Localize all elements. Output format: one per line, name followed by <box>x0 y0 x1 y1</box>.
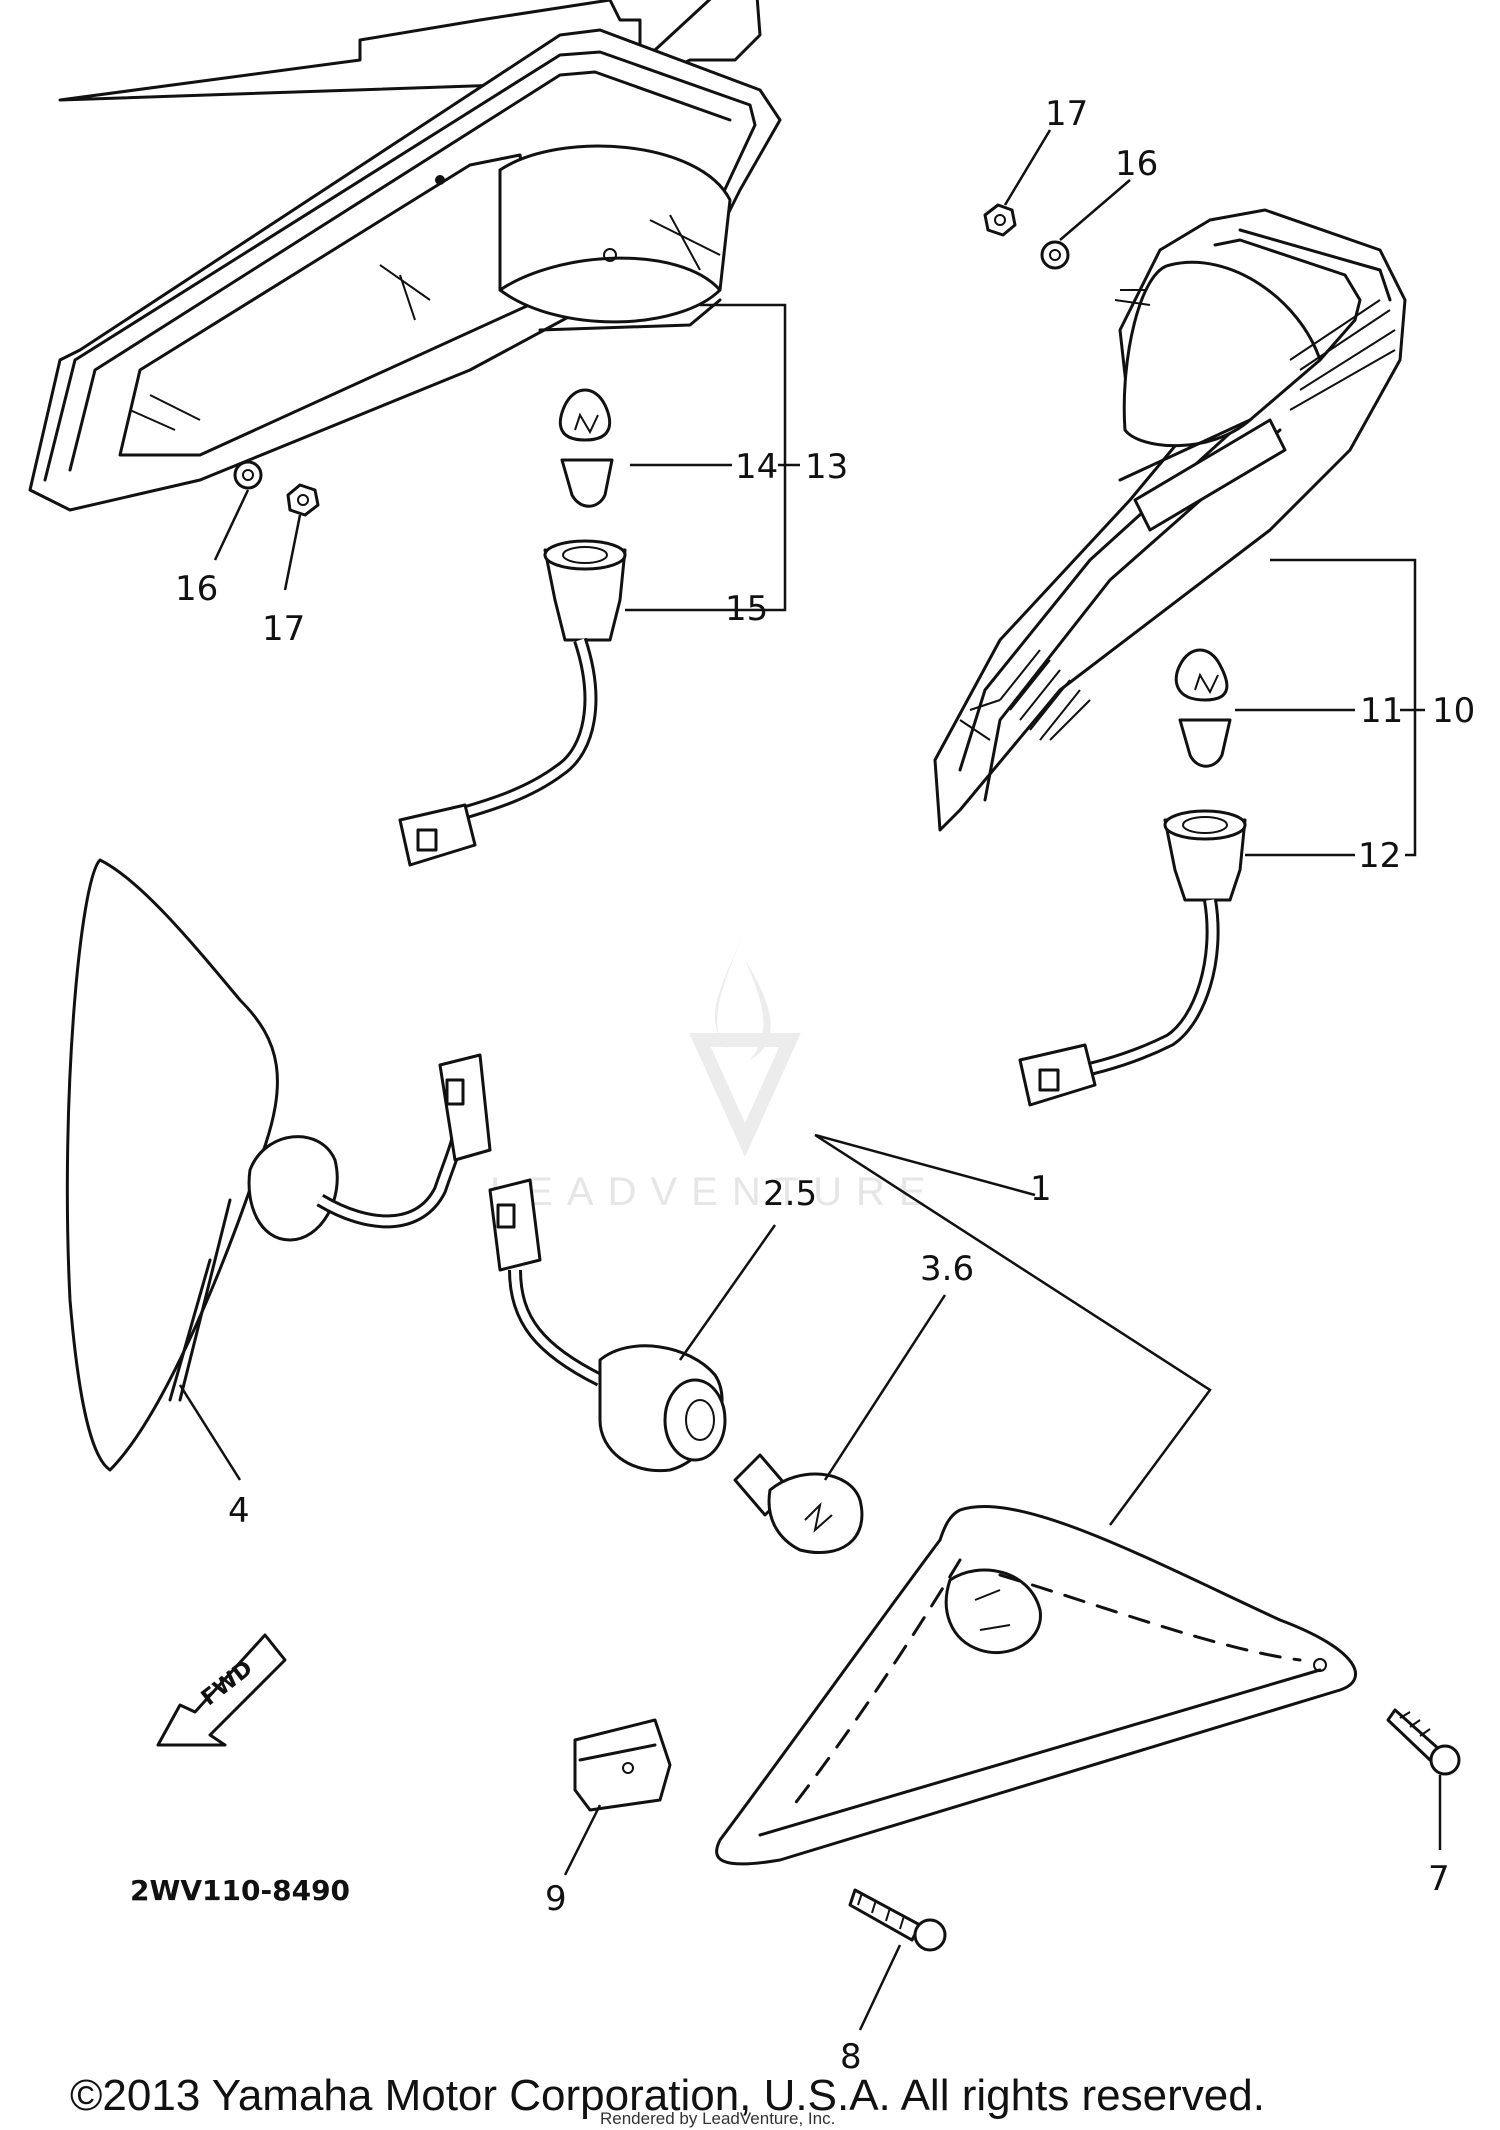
callout-16-left: 16 <box>175 569 218 609</box>
socket-15 <box>543 539 627 642</box>
wire-harness-right <box>1018 898 1220 1107</box>
callout-15: 15 <box>725 589 768 629</box>
callout-17-left: 17 <box>262 609 305 649</box>
bulb-11 <box>1174 648 1232 768</box>
rendered-by-text: Rendered by LeadVenture, Inc. <box>600 2109 835 2128</box>
screw-7 <box>1386 1708 1461 1776</box>
watermark-text: LEADVENTURE <box>490 1170 940 1214</box>
callout-11: 11 <box>1360 691 1403 731</box>
mirror-body-4 <box>65 858 492 1472</box>
callout-7: 7 <box>1428 1859 1450 1899</box>
copyright-text: ©2013 Yamaha Motor Corporation, U.S.A. A… <box>70 2071 1265 2120</box>
clip-9 <box>573 1718 672 1812</box>
callout-10: 10 <box>1432 691 1475 731</box>
socket-2-5 <box>488 1178 727 1473</box>
callout-16-right: 16 <box>1115 144 1158 184</box>
bulb-14 <box>558 388 614 508</box>
callout-2-5: 2.5 <box>763 1174 817 1214</box>
watermark: LEADVENTURE <box>490 930 940 1214</box>
diagram-code: 2WV110-8490 <box>130 1874 350 1907</box>
bulb-3-6 <box>733 1453 864 1555</box>
callout-4: 4 <box>228 1491 250 1531</box>
socket-12 <box>1163 809 1247 902</box>
fwd-arrow: FWD <box>156 1633 287 1747</box>
lens-1 <box>715 1505 1357 1866</box>
callout-17-right: 17 <box>1045 94 1088 134</box>
callout-14: 14 <box>735 447 778 487</box>
left-taillight-assembly <box>28 0 782 512</box>
callout-13: 13 <box>805 447 848 487</box>
nut-17-right <box>983 203 1017 237</box>
callout-1: 1 <box>1030 1169 1052 1209</box>
nut-17-left <box>286 483 320 517</box>
washer-16-left <box>233 460 263 490</box>
washer-16-right <box>1040 240 1070 270</box>
callout-9: 9 <box>545 1879 567 1919</box>
callout-12: 12 <box>1358 836 1401 876</box>
screw-8 <box>848 1888 947 1952</box>
right-taillight-assembly <box>933 208 1407 832</box>
callout-8: 8 <box>840 2037 862 2077</box>
callout-3-6: 3.6 <box>920 1249 974 1289</box>
wire-harness-left <box>398 637 598 867</box>
